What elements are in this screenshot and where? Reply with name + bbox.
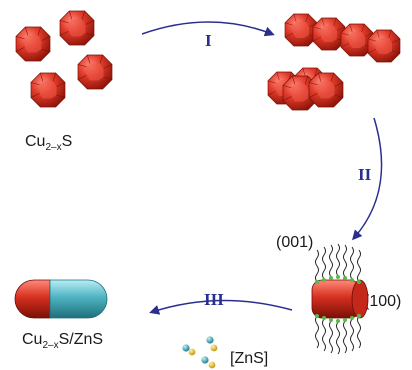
polyhedral-nanocrystal-icon [367,29,401,63]
ligand-icon [315,243,361,355]
ion-dot-icon [208,361,216,369]
ion-dot-icon [201,356,209,364]
chain-top [284,13,401,63]
polyhedral-nanocrystal-icon [308,72,344,108]
chain-bottom [267,67,344,111]
separate-nanocrystals [15,10,113,108]
polyhedral-nanocrystal-icon [312,17,346,51]
step-2-label: II [358,165,372,184]
step-3-label: III [204,290,224,309]
ion-dot-icon [182,344,190,352]
zns-precursor [182,336,218,369]
ion-dot-icon [206,336,214,344]
nanorod-icon [14,279,108,319]
step-1-label: I [205,31,212,50]
facet-001-label: (001) [276,234,313,251]
polyhedral-nanocrystal-icon [284,13,318,47]
ion-dot-icon [188,348,196,356]
arrow-step-1 [141,21,275,37]
cu2xs-label: Cu2–xS [25,133,72,153]
ion-dot-icon [210,344,218,352]
arrow-step-2 [352,117,383,241]
arrow-step-3 [149,299,293,315]
ligand-capped-nanocrystal [311,243,369,355]
product-label: Cu2–xS/ZnS [22,331,103,351]
zns-label: [ZnS] [230,350,268,367]
facet-100-label: (100) [364,293,401,310]
polyhedral-nanocrystal-icon [15,26,51,62]
polyhedral-nanocrystal-icon [77,54,113,90]
polyhedral-nanocrystal-icon [30,72,66,108]
green-ligand-heads [315,275,361,323]
polyhedral-nanocrystal-icon [59,10,95,46]
